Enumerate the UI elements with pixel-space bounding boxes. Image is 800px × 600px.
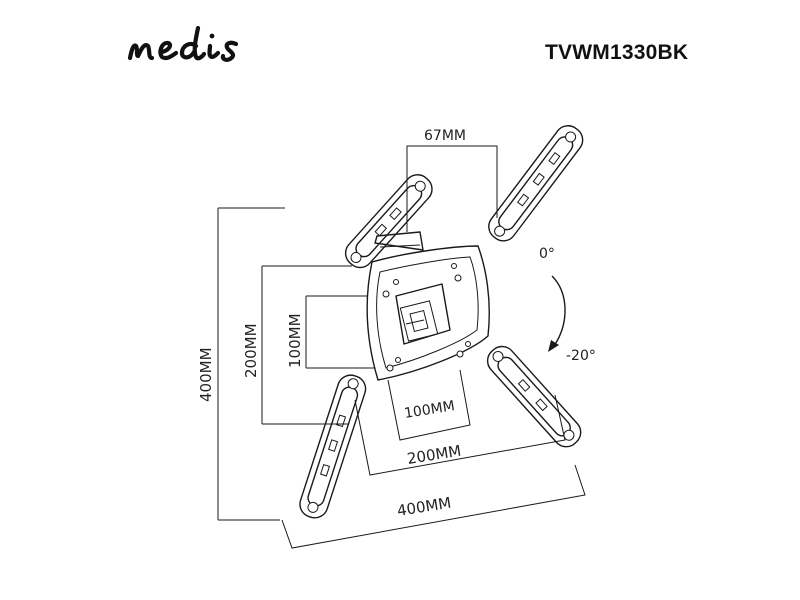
vesa-medium-height: 200MM bbox=[242, 323, 260, 378]
nedis-logo bbox=[127, 25, 239, 62]
curved-arrow-icon bbox=[548, 275, 566, 352]
dimension-lines bbox=[217, 145, 586, 549]
vesa-large-height: 400MM bbox=[197, 347, 215, 402]
vesa-small-height: 100MM bbox=[286, 313, 304, 368]
depth-dimension: 67MM bbox=[424, 128, 466, 144]
vesa-small-width: 100MM bbox=[403, 398, 456, 422]
vesa-large-width: 400MM bbox=[396, 494, 453, 520]
model-number: TVWM1330BK bbox=[545, 41, 689, 64]
mount-bracket bbox=[299, 125, 584, 519]
tilt-max-label: 0° bbox=[539, 246, 555, 262]
tilt-min-label: -20° bbox=[566, 348, 596, 364]
vesa-medium-width: 200MM bbox=[406, 442, 463, 468]
